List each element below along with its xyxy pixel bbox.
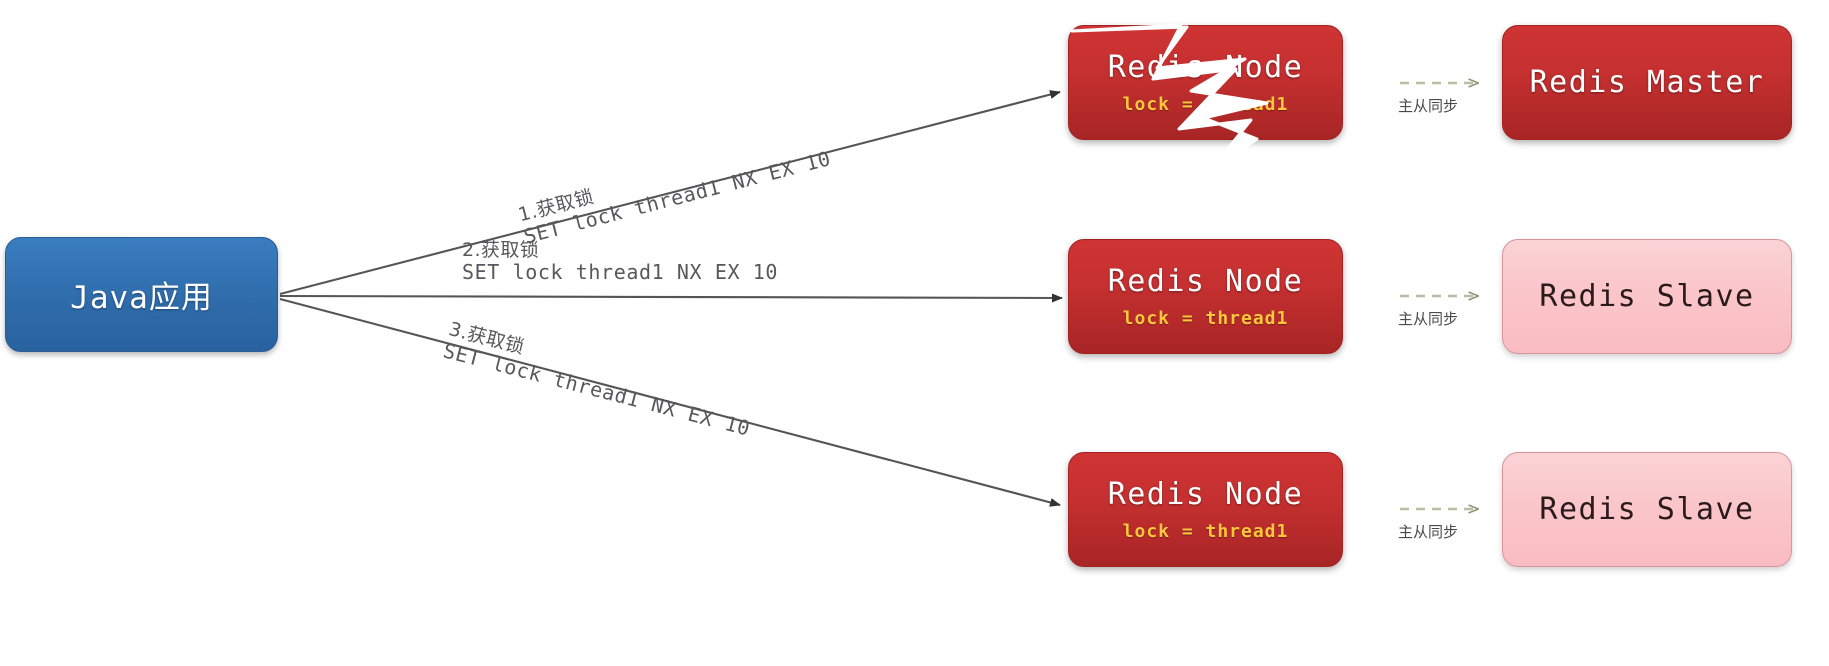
- redis-slave-2-label: Redis Slave: [1539, 492, 1755, 527]
- sync-label-1: 主从同步: [1398, 97, 1459, 115]
- redis-node-2-lock-value: lock = thread1: [1122, 308, 1289, 329]
- redis-node-3-lock-value: lock = thread1: [1122, 521, 1289, 542]
- request-label-1: 1.获取锁 SET lock thread1 NX EX 10: [516, 126, 833, 250]
- redis-node-1-title: Redis Node: [1107, 50, 1304, 85]
- redis-node-3[interactable]: Redis Node lock = thread1: [1068, 452, 1343, 567]
- request-command-2: SET lock thread1 NX EX 10: [462, 260, 779, 285]
- redis-master-label: Redis Master: [1529, 65, 1765, 100]
- redis-slave-node-2[interactable]: Redis Slave: [1502, 452, 1792, 567]
- sync-label-2: 主从同步: [1398, 310, 1459, 328]
- java-application-node[interactable]: Java应用: [5, 237, 278, 352]
- redis-node-3-title: Redis Node: [1107, 477, 1304, 512]
- redis-slave-1-label: Redis Slave: [1539, 279, 1755, 314]
- redis-node-1-lock-value: lock = thread1: [1122, 94, 1289, 115]
- redis-node-2-title: Redis Node: [1107, 264, 1304, 299]
- request-label-2: 2.获取锁 SET lock thread1 NX EX 10: [462, 239, 778, 285]
- request-step-2: 2.获取锁: [462, 239, 540, 261]
- sync-label-3: 主从同步: [1398, 523, 1459, 541]
- redis-node-2[interactable]: Redis Node lock = thread1: [1068, 239, 1343, 354]
- redis-node-1[interactable]: Redis Node lock = thread1: [1068, 25, 1343, 140]
- java-application-label: Java应用: [70, 280, 213, 316]
- request-label-3: 3.获取锁 SET lock thread1 NX EX 10: [440, 318, 757, 442]
- request-arrow-2: [279, 293, 1063, 303]
- redis-slave-node-1[interactable]: Redis Slave: [1502, 239, 1792, 354]
- redis-master-node[interactable]: Redis Master: [1502, 25, 1792, 140]
